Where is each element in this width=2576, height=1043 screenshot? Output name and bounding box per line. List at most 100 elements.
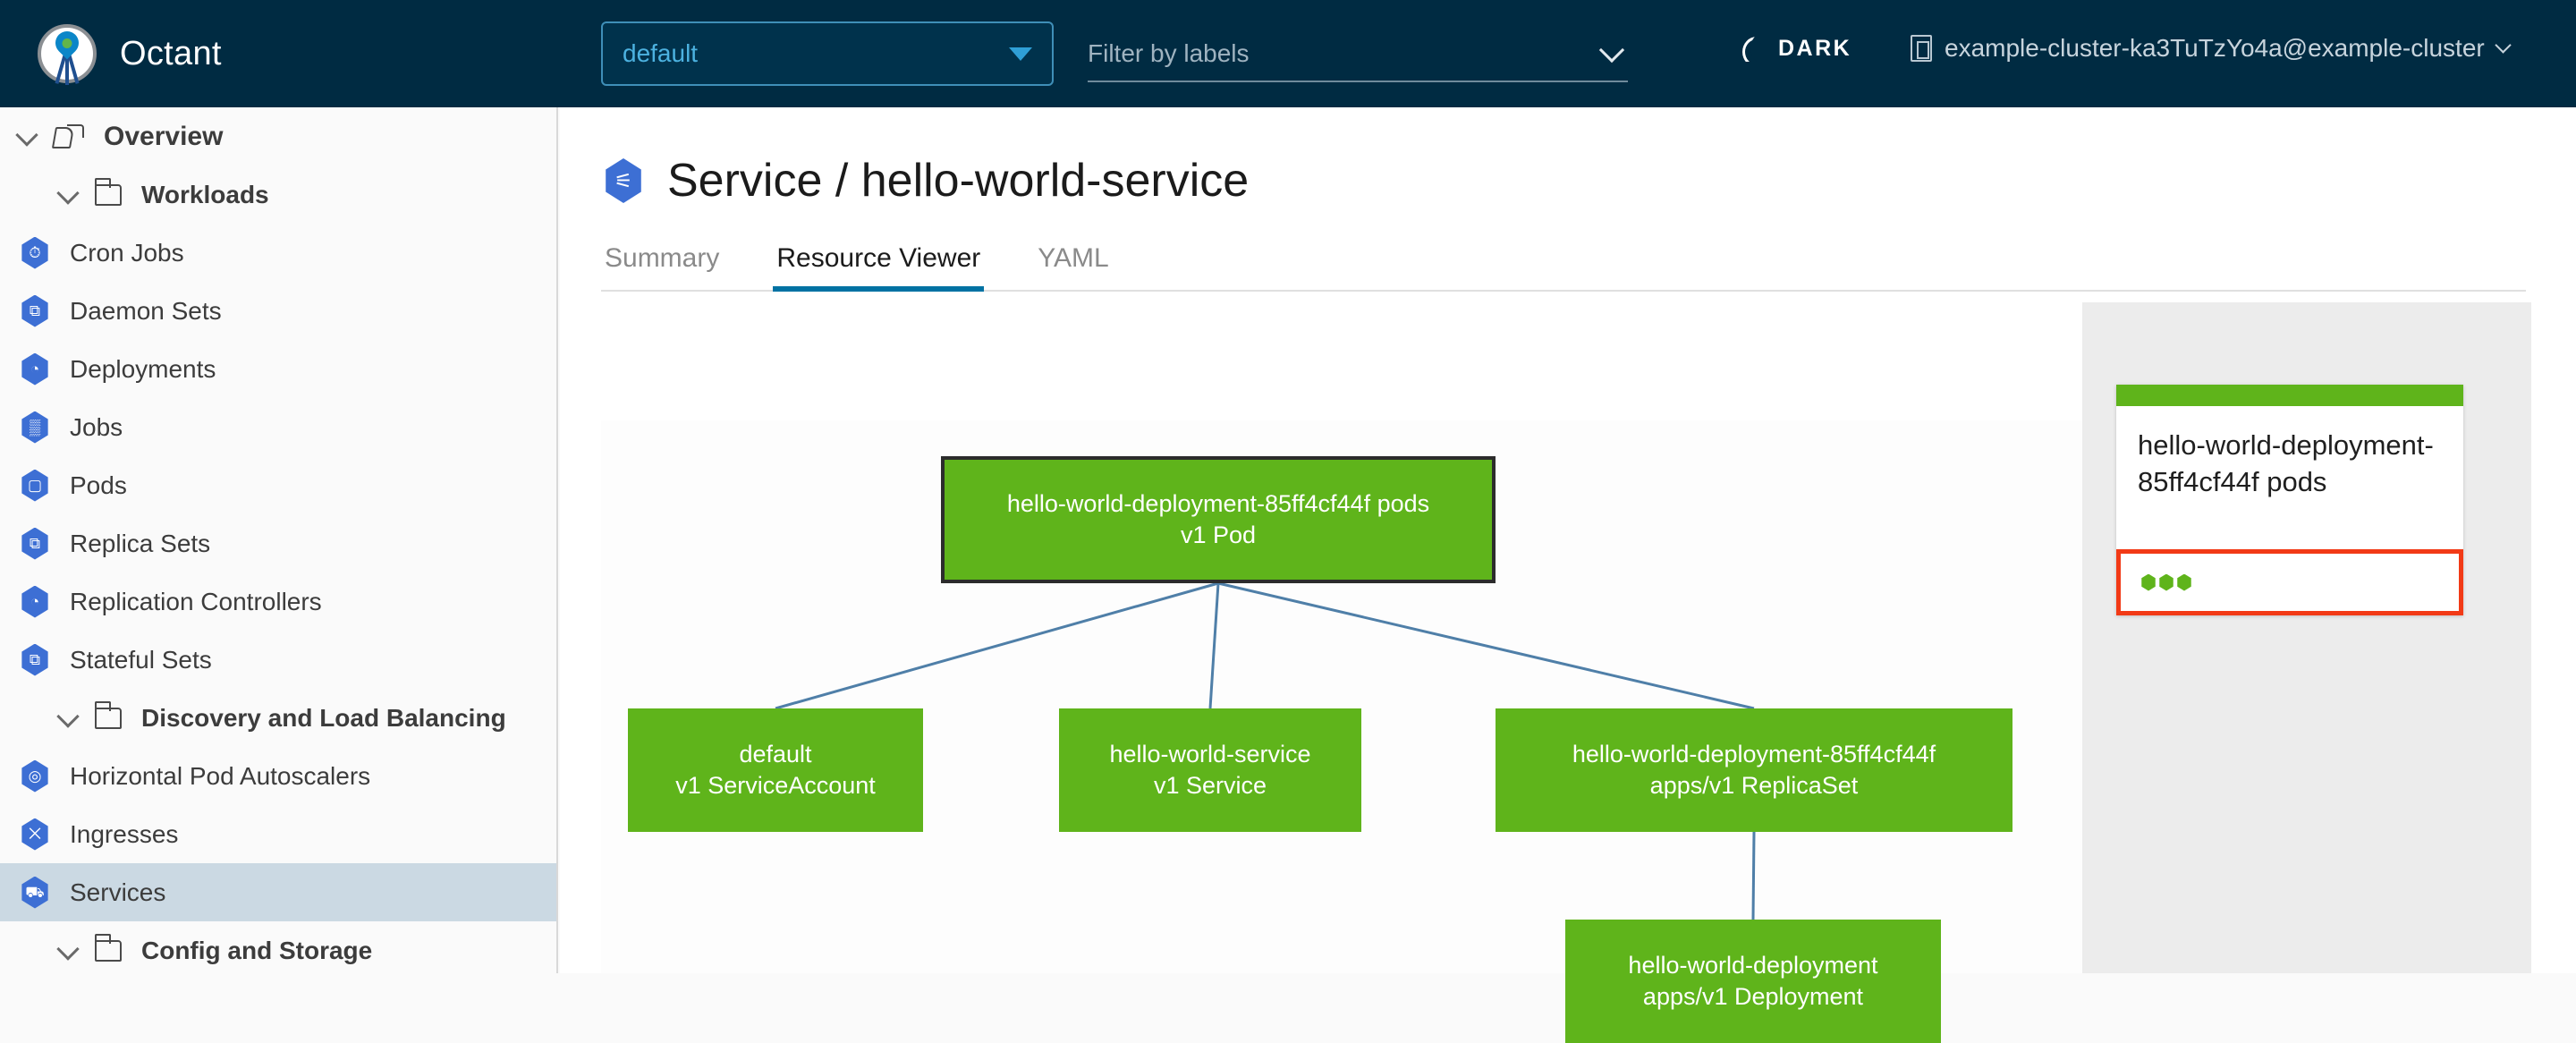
replicaset-k8s-icon: ⧉ [21, 527, 48, 560]
graph-edge [1217, 581, 1755, 710]
sidebar-item-config-and-storage[interactable]: Config and Storage [0, 921, 556, 973]
service-k8s-icon: ⚟ [606, 158, 641, 203]
cluster-icon [1911, 35, 1932, 62]
sidebar-item-replication-controllers[interactable]: ◔ Replication Controllers [0, 572, 556, 631]
graph-node-service[interactable]: hello-world-service v1 Service [1059, 708, 1361, 832]
folder-icon [94, 177, 122, 206]
graph-edges [775, 581, 1756, 920]
graph-node-kind: apps/v1 ReplicaSet [1649, 772, 1859, 799]
cluster-selector[interactable]: example-cluster-ka3TuTzYo4a@example-clus… [1911, 34, 2512, 63]
chevron-down-icon[interactable] [16, 125, 39, 148]
sidebar-item-label: Ingresses [70, 819, 179, 848]
sidebar-item-label: Discovery and Load Balancing [141, 703, 506, 732]
chevron-down-icon [2495, 37, 2512, 54]
sidebar-item-workloads[interactable]: Workloads [0, 165, 556, 224]
brand[interactable]: Octant [38, 24, 222, 85]
sidebar-item-jobs[interactable]: ▒ Jobs [0, 398, 556, 456]
graph-edge [775, 581, 1219, 710]
namespace-select-value: default [623, 39, 699, 67]
page-title-row: ⚟ Service / hello-world-service [603, 154, 2576, 208]
tab-summary[interactable]: Summary [605, 243, 720, 273]
label-filter-placeholder: Filter by labels [1088, 39, 1250, 67]
sidebar-item-label: Workloads [141, 180, 269, 208]
graph-node-kind: v1 Service [1153, 772, 1267, 799]
sidebar-item-daemon-sets[interactable]: ⧉ Daemon Sets [0, 282, 556, 340]
detail-panel: hello-world-deployment-85ff4cf44f pods [2082, 302, 2531, 973]
ingress-k8s-icon: ⨉ [21, 818, 48, 851]
pod-status-hex-icon[interactable] [2159, 573, 2174, 591]
chevron-down-icon[interactable] [57, 183, 80, 207]
cluster-name: example-cluster-ka3TuTzYo4a@example-clus… [1945, 34, 2485, 62]
sidebar-item-label: Replication Controllers [70, 587, 322, 615]
graph-node-name: default [739, 741, 812, 768]
graph-node-pod[interactable]: hello-world-deployment-85ff4cf44f pods v1… [941, 456, 1496, 583]
tab-yaml[interactable]: YAML [1038, 243, 1109, 273]
graph-node-sa[interactable]: default v1 ServiceAccount [628, 708, 923, 832]
graph-node-name: hello-world-deployment-85ff4cf44f pods [1006, 490, 1430, 518]
card-status-bar [2116, 385, 2463, 406]
sidebar-item-label: Cron Jobs [70, 238, 184, 267]
chevron-down-icon[interactable] [57, 707, 80, 730]
folder-icon [94, 933, 122, 962]
hpa-k8s-icon: ◎ [21, 759, 48, 793]
graph-node-kind: v1 ServiceAccount [675, 772, 876, 799]
chevron-down-icon[interactable] [57, 939, 80, 962]
resource-detail-card[interactable]: hello-world-deployment-85ff4cf44f pods [2116, 385, 2463, 615]
tab-resource-viewer[interactable]: Resource Viewer [773, 243, 985, 292]
service-k8s-icon: ⛟ [21, 876, 48, 909]
sidebar-item-pods[interactable]: ▢ Pods [0, 456, 556, 514]
sidebar-item-label: Daemon Sets [70, 296, 222, 325]
graph-node-name: hello-world-service [1109, 741, 1311, 768]
statefulset-k8s-icon: ⧉ [21, 643, 48, 676]
job-k8s-icon: ▒ [21, 411, 48, 444]
chevron-down-icon [1598, 37, 1625, 64]
sidebar-item-discovery-and-load-balancing[interactable]: Discovery and Load Balancing [0, 689, 556, 747]
replicationcontroller-k8s-icon: ◔ [21, 585, 48, 618]
moon-icon [1742, 36, 1766, 62]
daemonset-k8s-icon: ⧉ [21, 294, 48, 327]
resource-graph: hello-world-deployment-85ff4cf44f pods v1… [601, 420, 2526, 1043]
dark-mode-label: DARK [1778, 36, 1852, 61]
app-header: Octant default Filter by labels DARK exa… [0, 0, 2576, 107]
graph-node-kind: apps/v1 Deployment [1642, 983, 1864, 1010]
graph-node-name: hello-world-deployment-85ff4cf44f [1572, 741, 1936, 768]
sidebar-item-cron-jobs[interactable]: ⏱ Cron Jobs [0, 224, 556, 282]
namespace-select[interactable]: default [601, 21, 1054, 86]
brand-name: Octant [120, 34, 222, 72]
card-pod-status-row[interactable] [2116, 549, 2463, 615]
graph-node-name: hello-world-deployment [1628, 952, 1878, 979]
graph-edge [1751, 831, 1756, 920]
folder-icon [94, 700, 122, 729]
tab-bar: Summary Resource Viewer YAML [601, 240, 2526, 292]
graph-node-deployment[interactable]: hello-world-deployment apps/v1 Deployment [1565, 920, 1941, 1043]
pod-k8s-icon: ▢ [21, 469, 48, 502]
caret-down-filled-icon [1009, 47, 1032, 61]
dark-mode-toggle[interactable]: DARK [1742, 36, 1852, 62]
sidebar-item-services[interactable]: ⛟ Services [0, 863, 556, 921]
overview-icon [54, 123, 84, 149]
sidebar-item-label: Jobs [70, 412, 123, 441]
sidebar-item-label: Pods [70, 471, 127, 499]
page-title: Service / hello-world-service [667, 155, 1250, 207]
graph-edge [1208, 582, 1220, 709]
label-filter-input[interactable]: Filter by labels [1088, 27, 1628, 82]
pod-status-hex-icon[interactable] [2177, 573, 2191, 591]
sidebar-item-ingresses[interactable]: ⨉ Ingresses [0, 805, 556, 863]
sidebar-item-label: Services [70, 878, 166, 906]
sidebar-item-label: Replica Sets [70, 529, 211, 557]
card-title: hello-world-deployment-85ff4cf44f pods [2138, 429, 2434, 497]
sidebar-item-label: Stateful Sets [70, 645, 212, 674]
graph-node-kind: v1 Pod [1180, 522, 1257, 548]
cronjob-k8s-icon: ⏱ [21, 236, 48, 269]
sidebar-item-label: Deployments [70, 354, 216, 383]
deployment-k8s-icon: ◔ [21, 352, 48, 386]
sidebar-item-stateful-sets[interactable]: ⧉ Stateful Sets [0, 631, 556, 689]
graph-node-replicaset[interactable]: hello-world-deployment-85ff4cf44f apps/v1… [1496, 708, 2012, 832]
sidebar-item-replica-sets[interactable]: ⧉ Replica Sets [0, 514, 556, 572]
sidebar-item-overview[interactable]: Overview [0, 107, 556, 165]
sidebar-item-deployments[interactable]: ◔ Deployments [0, 340, 556, 398]
sidebar-item-horizontal-pod-autoscalers[interactable]: ◎Horizontal Pod Autoscalers [0, 747, 556, 805]
sidebar-item-label: Overview [104, 121, 224, 151]
pod-status-hex-icon[interactable] [2141, 573, 2156, 591]
